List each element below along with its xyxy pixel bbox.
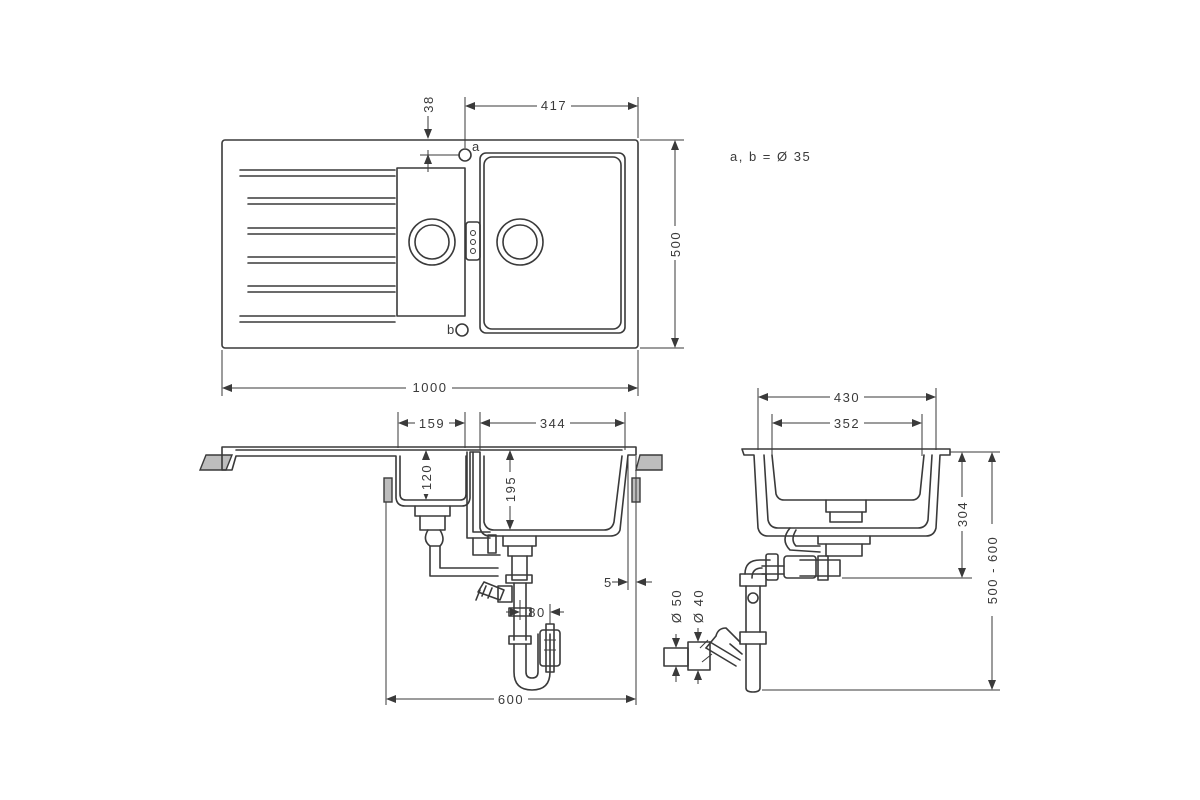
svg-text:159: 159 [419,416,445,431]
dim-304: 304 [842,451,1000,579]
dim-600: 600 [385,502,636,707]
svg-text:600: 600 [498,692,524,707]
dim-344: 344 [479,412,626,450]
svg-text:195: 195 [503,476,518,502]
dim-dia40: Ø 40 [691,589,706,684]
side-sink-profile [741,448,951,537]
main-bowl [479,152,626,334]
svg-text:Ø 50: Ø 50 [669,589,684,623]
dim-195: 195 [502,450,518,530]
dim-352: 352 [771,414,923,456]
svg-text:Ø 40: Ø 40 [691,589,706,623]
dim-417: 417 [464,97,639,148]
svg-text:344: 344 [540,416,566,431]
dim-159: 159 [397,412,466,448]
svg-text:120: 120 [419,464,434,490]
dim-80: 80 [506,600,564,624]
dim-430: 430 [757,388,937,450]
worktop-left [198,454,234,471]
svg-text:430: 430 [834,390,860,405]
small-bowl [396,167,466,317]
svg-text:500: 500 [668,231,683,257]
small-bowl-drain [408,218,456,266]
label-b: b [447,322,456,337]
top-view: a b 38 417 500 [221,95,684,396]
main-bowl-drain [496,218,544,266]
tap-hole-note: a, b = Ø 35 [730,149,811,164]
front-section: 159 344 120 195 5 [198,412,663,707]
svg-text:38: 38 [421,95,436,112]
label-a: a [472,139,481,154]
svg-text:352: 352 [834,416,860,431]
side-section: Ø 50 Ø 40 430 352 [663,388,1000,693]
dim-dia50: Ø 50 [669,589,684,682]
worktop-right [635,454,663,471]
sink-outline [221,139,639,349]
dim-1000: 1000 [221,350,639,396]
tap-hole-b [455,323,469,337]
dim-38: 38 [420,95,460,172]
dim-500-600: 500 - 600 [762,452,1000,691]
svg-text:5: 5 [604,575,613,590]
svg-text:1000: 1000 [413,380,448,395]
dim-5: 5 [604,456,652,705]
dim-500: 500 [640,139,684,349]
svg-text:80: 80 [528,605,545,620]
svg-text:417: 417 [541,98,567,113]
tap-hole-a [458,148,472,162]
overflow [465,221,481,261]
sink-section [221,446,637,537]
drainboard-grooves [239,169,396,323]
bracket-left [383,477,393,503]
svg-text:304: 304 [955,501,970,527]
dim-120: 120 [418,450,434,500]
svg-text:500 - 600: 500 - 600 [985,536,1000,604]
